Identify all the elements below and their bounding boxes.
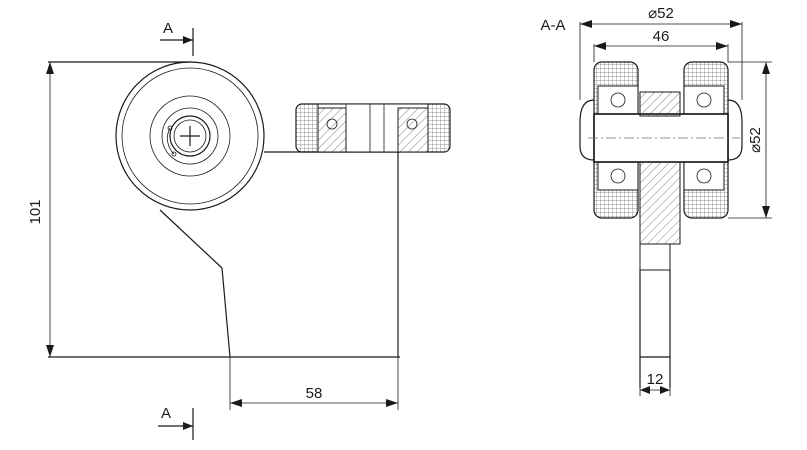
arrow-w-right [716, 42, 728, 50]
bearing-top-left [597, 85, 639, 115]
axle-inner-circle [173, 119, 207, 153]
front-view: 101 58 A A [27, 20, 451, 440]
arrow-down [46, 345, 54, 357]
ball-br [696, 168, 712, 184]
ball-left [326, 118, 338, 130]
arrow-wd-top [762, 62, 770, 74]
dim-od-label: ⌀52 [648, 5, 674, 22]
spacer-hatch [639, 91, 681, 117]
bearing-outer-circle [149, 95, 231, 177]
arrow-s-left [640, 386, 650, 394]
bearing-right-hatch [397, 107, 429, 153]
bearing-bottom-right [683, 161, 725, 191]
dim-width-label: 46 [653, 28, 670, 45]
section-marker-top: A [163, 20, 173, 37]
end-cap-left [579, 99, 595, 161]
snap-ring-hole [171, 151, 177, 157]
arrow-od-left [580, 20, 592, 28]
arrow-wd-bottom [762, 206, 770, 218]
bearing-top-right [683, 85, 725, 115]
bracket-neck [639, 243, 671, 271]
bracket-slant-edge [159, 209, 223, 269]
side-wheel-profile [295, 103, 451, 153]
ball-bl [610, 168, 626, 184]
dim-wd-label: ⌀52 [747, 127, 764, 153]
dim-stem-label: 12 [647, 371, 664, 388]
ball-tl [610, 92, 626, 108]
ball-tr [696, 92, 712, 108]
ball-right [406, 118, 418, 130]
arrow-up [46, 62, 54, 74]
section-title: A-A [540, 17, 565, 34]
end-cap-right [727, 99, 743, 161]
dim-height-label: 101 [27, 199, 44, 224]
arrow-left [230, 399, 242, 407]
snap-ring-hole [167, 125, 173, 131]
section-arrow-head-bottom [183, 422, 193, 430]
dim-offset-label: 58 [306, 385, 323, 402]
bracket-lower-edge [221, 267, 231, 358]
bracket-hatch [639, 161, 681, 245]
arrow-right [386, 399, 398, 407]
arrow-s-right [660, 386, 670, 394]
section-arrow-head-top [183, 36, 193, 44]
bearing-left-hatch [317, 107, 347, 153]
bearing-race-circle [161, 107, 219, 165]
section-view: A-A ⌀52 [540, 5, 772, 396]
arrow-w-left [594, 42, 606, 50]
arrow-od-right [730, 20, 742, 28]
wheel-inner-circle [121, 67, 259, 205]
section-marker-bottom: A [161, 405, 171, 422]
bearing-bottom-left [597, 161, 639, 191]
axle-circle [169, 115, 211, 157]
